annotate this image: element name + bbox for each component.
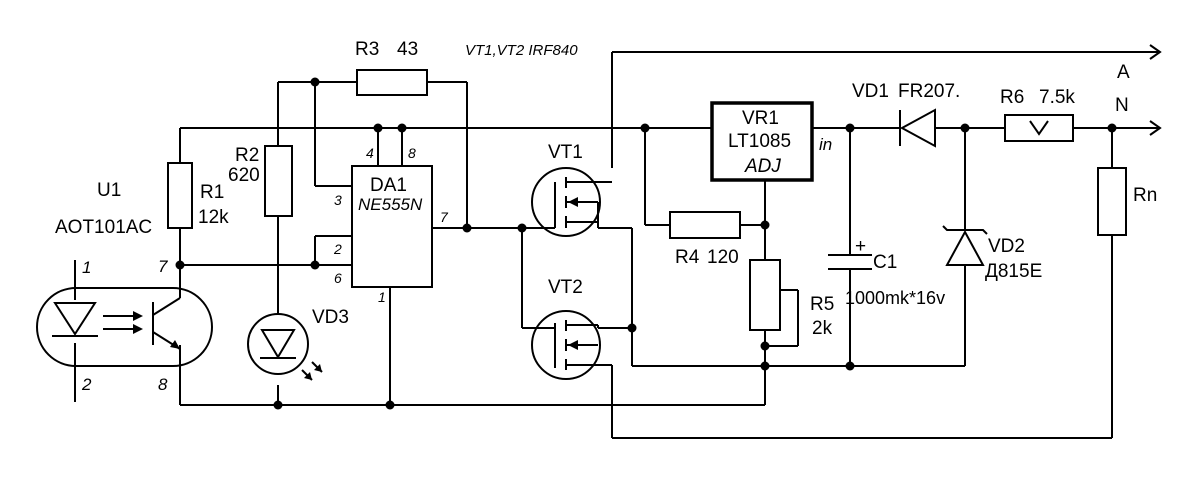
vd2-zener — [942, 225, 988, 266]
da1-pin3: 3 — [334, 192, 342, 208]
rn-ref: Rn — [1133, 185, 1157, 206]
transistor-note: VT1,VT2 IRF840 — [465, 42, 578, 59]
u1-pin1: 1 — [82, 258, 91, 277]
r1-value: 12k — [198, 207, 229, 228]
c1-capacitor — [828, 254, 872, 270]
c1-plus: + — [855, 236, 866, 257]
da1-ic — [351, 165, 433, 288]
vr1-ref: VR1 — [742, 108, 779, 129]
da1-ref: DA1 — [370, 175, 407, 196]
da1-pin1: 1 — [378, 289, 386, 305]
da1-pin2: 2 — [333, 241, 342, 257]
da1-pin6: 6 — [334, 270, 342, 286]
output-arrows — [1149, 44, 1162, 136]
vt2-ref: VT2 — [548, 277, 583, 298]
r5-ref: R5 — [810, 294, 834, 315]
da1-pin8: 8 — [408, 145, 416, 161]
r3-resistor — [356, 69, 428, 96]
u1-optocoupler — [36, 287, 213, 367]
junction-dots — [175, 77, 1117, 410]
vt1-ref: VT1 — [548, 142, 583, 163]
r6-ref: R6 — [1000, 87, 1024, 108]
r3-ref: R3 — [355, 39, 379, 60]
vd3-ref: VD3 — [312, 307, 349, 328]
vt2-mosfet — [531, 310, 613, 380]
r6-resistor — [1004, 114, 1074, 142]
da1-pin7: 7 — [440, 209, 449, 225]
vd1-ref: VD1 — [852, 81, 889, 102]
r4-value: 120 — [707, 247, 739, 268]
u1-part: AOT101AC — [55, 217, 152, 238]
u1-pin2: 2 — [81, 375, 92, 394]
vr1-adj: ADJ — [744, 156, 781, 177]
r1-resistor — [167, 162, 193, 229]
c1-value: 1000mk*16v — [845, 288, 945, 308]
wires — [74, 51, 1158, 439]
vd1-diode — [899, 108, 936, 148]
vr1-part: LT1085 — [728, 131, 791, 152]
vt1-mosfet — [531, 167, 601, 237]
da1-part: NE555N — [358, 195, 423, 214]
output-a-label: A — [1117, 62, 1130, 83]
r2-resistor — [264, 145, 293, 217]
r4-resistor — [669, 211, 741, 239]
r2-value: 620 — [228, 165, 260, 186]
u1-ref: U1 — [97, 180, 121, 201]
vd2-part: Д815Е — [985, 261, 1042, 282]
vd3-led — [247, 313, 323, 381]
u1-pin8: 8 — [158, 375, 168, 394]
r4-ref: R4 — [675, 247, 700, 268]
output-n-label: N — [1115, 95, 1129, 116]
vd2-ref: VD2 — [988, 236, 1025, 257]
vr1-in: in — [819, 135, 832, 154]
c1-ref: C1 — [873, 252, 897, 273]
rn-load-resistor — [1097, 167, 1127, 236]
r5-potentiometer — [749, 259, 781, 331]
vr1-regulator — [710, 101, 814, 182]
r1-ref: R1 — [200, 182, 224, 203]
da1-pin4: 4 — [366, 145, 374, 161]
r5-value: 2k — [812, 318, 833, 339]
vd1-part: FR207. — [898, 81, 960, 102]
u1-pin7: 7 — [158, 257, 168, 276]
r2-ref: R2 — [235, 145, 259, 166]
r6-value: 7.5k — [1039, 87, 1075, 108]
r3-value: 43 — [397, 39, 418, 60]
